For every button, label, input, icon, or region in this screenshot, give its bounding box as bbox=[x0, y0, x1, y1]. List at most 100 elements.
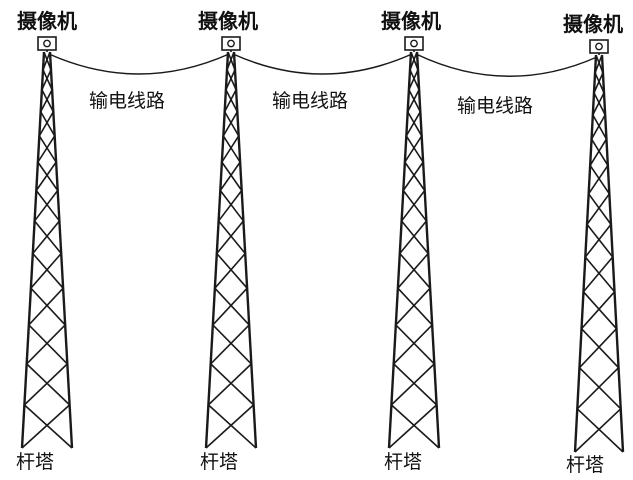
transmission-wire-2 bbox=[232, 53, 413, 75]
tower-brace bbox=[390, 363, 435, 406]
camera-body bbox=[589, 39, 609, 54]
tower-2 bbox=[204, 51, 258, 449]
tower-brace bbox=[39, 89, 53, 113]
tower-brace bbox=[595, 54, 604, 74]
tower-brace bbox=[214, 287, 250, 326]
tower-brace bbox=[225, 89, 239, 113]
tower-brace bbox=[219, 161, 241, 191]
tower-brace bbox=[576, 408, 624, 453]
tower-brace bbox=[390, 404, 440, 449]
tower-label-3: 杆塔 bbox=[384, 451, 423, 473]
camera-body bbox=[37, 36, 57, 51]
tower-brace bbox=[405, 111, 422, 137]
tower-brace bbox=[393, 324, 433, 365]
tower-brace bbox=[586, 193, 610, 225]
tower-brace bbox=[580, 291, 616, 330]
tower-brace bbox=[41, 69, 52, 91]
tower-brace bbox=[592, 92, 605, 116]
tower-brace bbox=[402, 161, 424, 191]
tower-brace bbox=[400, 220, 429, 255]
tower-brace bbox=[580, 328, 620, 369]
tower-brace bbox=[409, 69, 420, 91]
tower-brace bbox=[217, 220, 246, 255]
tower-brace bbox=[32, 252, 64, 289]
tower-brace bbox=[409, 51, 418, 71]
tower-brace bbox=[227, 51, 236, 71]
tower-brace bbox=[408, 69, 419, 91]
tower-brace bbox=[221, 161, 243, 191]
camera-body bbox=[221, 36, 241, 51]
tower-brace bbox=[582, 291, 618, 330]
tower-brace bbox=[395, 324, 435, 365]
tower-brace bbox=[222, 135, 241, 163]
tower-brace bbox=[33, 220, 62, 255]
tower-brace bbox=[32, 220, 61, 255]
tower-brace bbox=[37, 161, 59, 191]
tower-brace bbox=[35, 189, 61, 222]
tower-brace bbox=[404, 161, 426, 191]
tower-brace bbox=[589, 138, 608, 166]
tower-brace bbox=[43, 51, 52, 71]
tower-leg-right bbox=[415, 51, 441, 449]
tower-brace bbox=[210, 363, 255, 406]
tower-brace bbox=[404, 135, 423, 163]
tower-brace bbox=[590, 114, 606, 140]
tower-brace bbox=[395, 287, 431, 326]
tower-brace bbox=[212, 324, 252, 365]
tower-leg-left bbox=[387, 51, 413, 449]
tower-brace bbox=[584, 223, 612, 258]
tower-brace bbox=[593, 72, 604, 94]
tower-brace bbox=[26, 363, 71, 406]
camera-icon bbox=[37, 36, 57, 52]
tower-leg-left bbox=[204, 51, 230, 449]
line-label-1: 输电线路 bbox=[89, 90, 166, 112]
line-label-2: 输电线路 bbox=[272, 90, 349, 112]
tower-brace bbox=[578, 367, 622, 410]
tower-brace bbox=[28, 324, 68, 365]
tower-brace bbox=[207, 363, 252, 406]
tower-brace bbox=[594, 54, 603, 74]
camera-icon bbox=[221, 36, 241, 52]
tower-brace bbox=[593, 92, 606, 116]
transmission-wire-3 bbox=[415, 53, 598, 77]
tower-leg-right bbox=[48, 51, 74, 449]
camera-icon bbox=[589, 39, 609, 55]
tower-brace bbox=[38, 111, 55, 137]
tower-brace bbox=[207, 404, 257, 449]
tower-brace bbox=[30, 252, 62, 289]
tower-brace bbox=[217, 189, 243, 222]
tower-brace bbox=[28, 287, 64, 326]
tower-brace bbox=[222, 111, 239, 137]
tower-brace bbox=[406, 89, 420, 113]
tower-brace bbox=[37, 135, 56, 163]
tower-brace bbox=[399, 252, 431, 289]
tower-brace bbox=[216, 252, 248, 289]
tower-brace bbox=[223, 111, 240, 137]
tower-brace bbox=[576, 367, 620, 410]
tower-brace bbox=[388, 404, 438, 449]
tower-brace bbox=[226, 51, 235, 71]
tower-brace bbox=[594, 72, 605, 94]
tower-3 bbox=[387, 51, 441, 449]
tower-brace bbox=[214, 252, 246, 289]
tower-brace bbox=[402, 189, 428, 222]
tower-brace bbox=[410, 51, 419, 71]
tower-brace bbox=[23, 363, 68, 406]
tower-brace bbox=[23, 404, 73, 449]
tower-brace bbox=[587, 164, 609, 195]
tower-brace bbox=[226, 69, 237, 91]
camera-label-2: 摄像机 bbox=[198, 9, 258, 33]
tower-brace bbox=[397, 252, 429, 289]
tower-brace bbox=[210, 324, 250, 365]
tower-brace bbox=[39, 111, 56, 137]
camera-icon bbox=[404, 36, 424, 52]
tower-brace bbox=[588, 193, 612, 225]
tower-brace bbox=[205, 404, 255, 449]
tower-brace bbox=[400, 189, 426, 222]
tower-brace bbox=[35, 161, 57, 191]
tower-brace bbox=[574, 408, 622, 453]
camera-label-3: 摄像机 bbox=[381, 9, 441, 33]
camera-lens bbox=[43, 39, 51, 48]
